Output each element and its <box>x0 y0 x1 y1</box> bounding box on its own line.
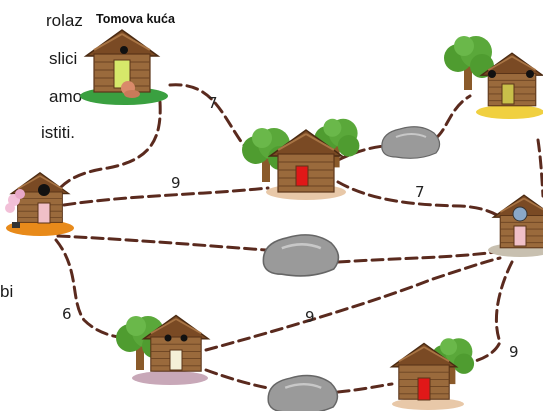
house-top-right <box>444 36 543 119</box>
path-bottomleft-to-rock3 <box>204 368 270 390</box>
path-topright-to-right <box>536 138 543 198</box>
edge-weight-tom-center: 7 <box>208 94 218 112</box>
edge-weight-center-right: 7 <box>415 183 425 201</box>
house-tom <box>80 29 168 105</box>
path-right-to-bottomright <box>460 260 514 366</box>
path-left-to-rock2 <box>56 234 268 252</box>
house-bottom-right <box>390 338 475 410</box>
path-tom-to-left <box>58 100 162 190</box>
path-left-to-center <box>62 186 270 207</box>
house-bottom-left <box>116 314 210 385</box>
house-title: Tomova kuća <box>96 12 176 26</box>
text-fragment-3: amo <box>49 87 83 106</box>
path-center-to-rock1 <box>336 144 386 162</box>
house-left <box>5 172 74 236</box>
rock-top <box>380 125 441 160</box>
path-bottomleft-to-right <box>204 256 502 352</box>
paths <box>54 83 543 394</box>
text-fragment-4: istiti. <box>41 123 75 142</box>
house-center <box>242 118 360 200</box>
edge-weight-right-bottomright: 9 <box>509 343 519 361</box>
edge-weight-left-center: 9 <box>171 174 181 192</box>
edge-weight-bottomleft-right: 9 <box>305 308 315 326</box>
text-fragment-5: bi <box>0 282 14 301</box>
path-rock1-to-topright <box>434 94 472 140</box>
house-right <box>488 194 543 257</box>
path-left-to-bottomleft <box>54 238 126 340</box>
rock-middle <box>262 233 340 278</box>
edge-weight-left-bottomleft: 6 <box>62 305 72 323</box>
text-fragment-2: slici <box>49 49 78 68</box>
text-fragment-1: rolaz <box>46 11 83 30</box>
path-rock2-to-right <box>336 250 498 264</box>
path-rock3-to-bottomright <box>336 382 394 394</box>
rock-bottom <box>266 374 339 411</box>
path-center-to-right <box>336 180 506 222</box>
